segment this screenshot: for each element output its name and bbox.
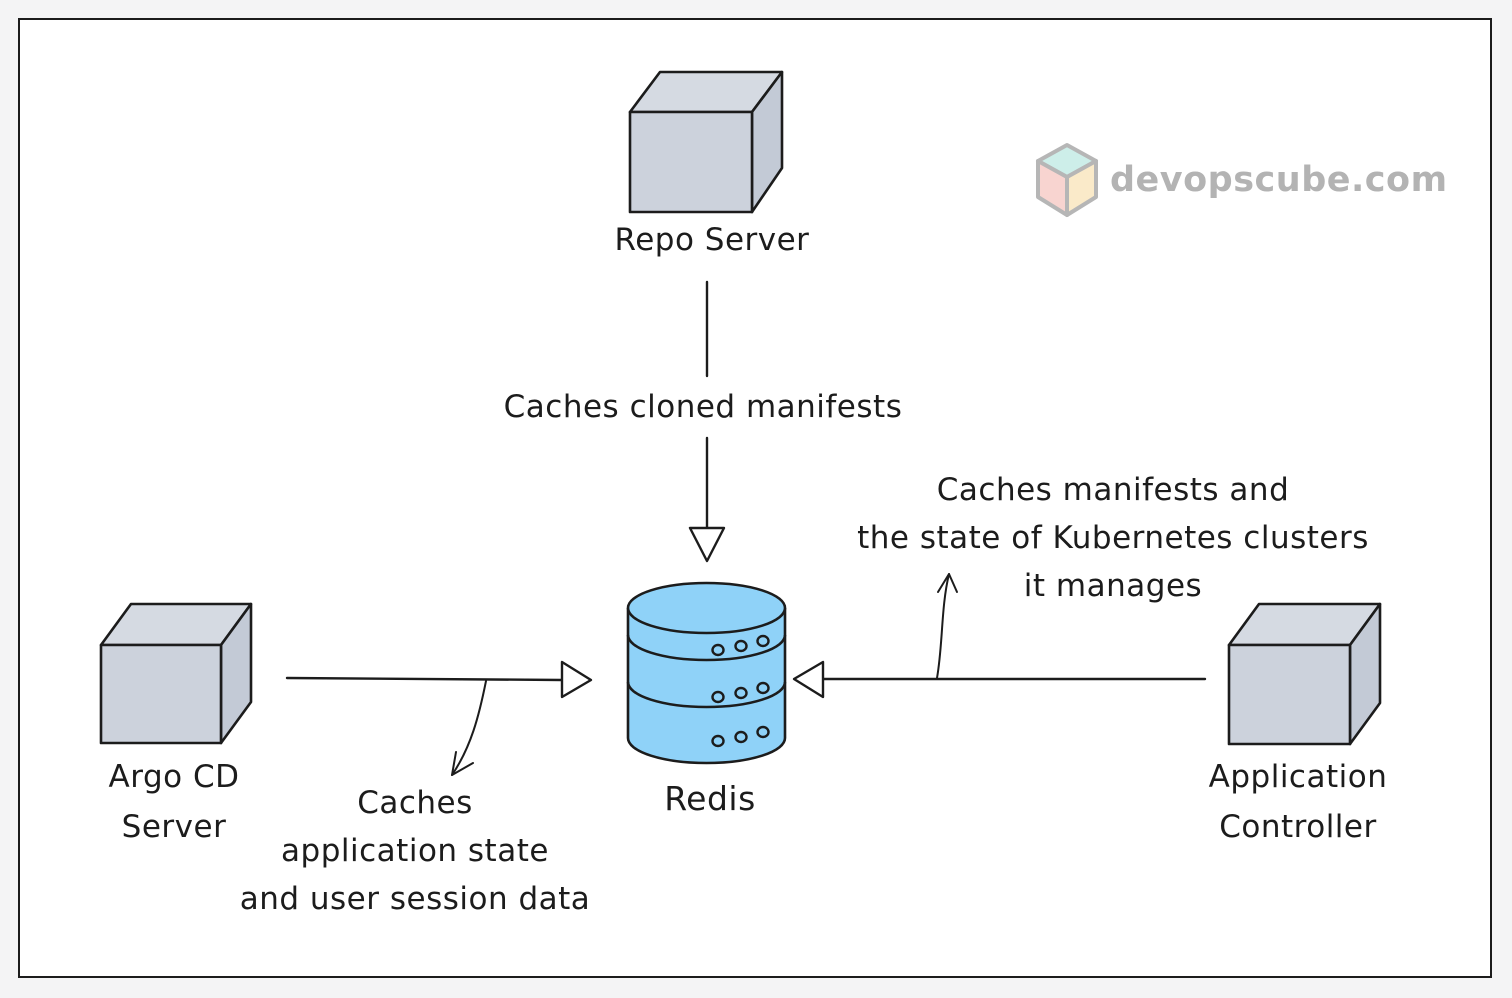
annotation-argo-caches: Caches application state and user sessio… — [240, 779, 591, 923]
devopscube-logo-icon — [1036, 143, 1098, 217]
label-line: Server — [121, 809, 227, 845]
arrow-repo-to-redis — [688, 280, 726, 563]
redis-dots — [711, 634, 770, 748]
redis-cylinder-icon — [626, 581, 787, 765]
label-line: Argo CD — [108, 759, 240, 795]
repo-server-cube — [628, 70, 784, 214]
annotation-line: and user session data — [239, 881, 591, 917]
label-line: Controller — [1219, 809, 1377, 845]
annotation-line: the state of Kubernetes clusters — [857, 520, 1369, 556]
redis-label: Redis — [664, 779, 756, 818]
annotation-line: Caches — [357, 785, 473, 821]
annotation-controller-caches: Caches manifests and the state of Kubern… — [857, 466, 1369, 610]
devopscube-logo-text: devopscube.com — [1110, 160, 1448, 200]
repo-server-label: Repo Server — [614, 222, 810, 258]
argo-cd-server-label: Argo CD Server — [109, 752, 240, 852]
arrow-argo-to-redis — [285, 660, 593, 776]
label-line: Application — [1208, 759, 1388, 795]
edge-label-caches-cloned-manifests: Caches cloned manifests — [503, 389, 903, 425]
arrow-controller-to-redis — [792, 573, 1207, 699]
argo-cd-server-cube — [99, 602, 253, 745]
annotation-line: Caches manifests and — [936, 472, 1290, 508]
application-controller-label: Application Controller — [1209, 752, 1388, 852]
annotation-line: application state — [281, 833, 549, 869]
application-controller-cube — [1227, 602, 1382, 746]
annotation-line: it manages — [1023, 568, 1203, 604]
